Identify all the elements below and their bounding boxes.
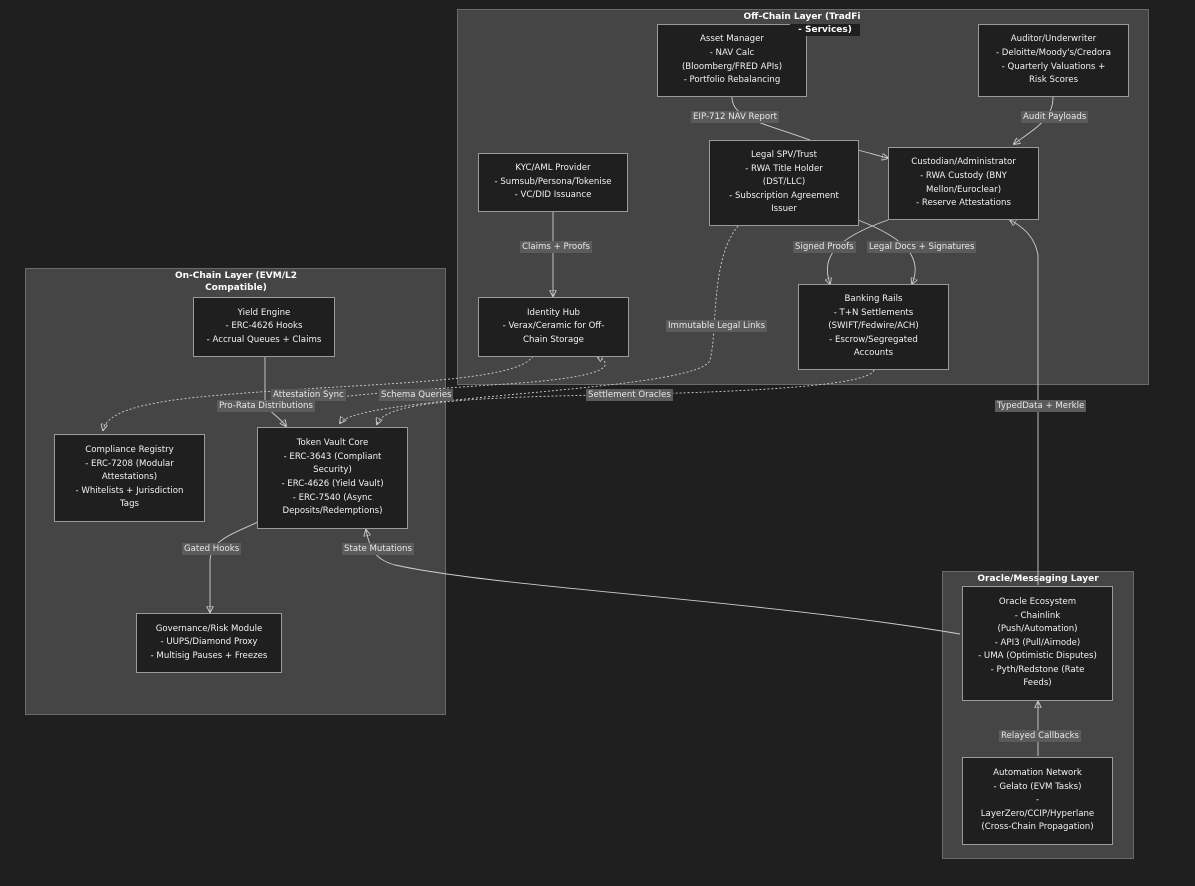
edge-state-mutations <box>366 530 961 635</box>
node-banking-line: Accounts <box>853 348 894 359</box>
cluster-offchain-title-line2: - Services) <box>790 24 860 36</box>
node-auditor-line: - Deloitte/Moody's/Credora <box>995 47 1112 58</box>
node-asset-manager-line: (Bloomberg/FRED APIs) <box>681 61 783 72</box>
node-oracle-ecosystem-line: - UMA (Optimistic Disputes) <box>978 651 1097 662</box>
node-identity-hub-line: - Verax/Ceramic for Off- <box>502 321 605 332</box>
edge-label-immutable-links: Immutable Legal Links <box>666 320 768 332</box>
node-oracle-ecosystem[interactable]: Oracle Ecosystem - Chainlink (Push/Autom… <box>962 586 1113 701</box>
node-yield-engine-line: Yield Engine <box>237 307 291 318</box>
edge-label-schema-queries: Schema Queries <box>379 389 454 401</box>
node-oracle-ecosystem-line: Feeds) <box>1023 678 1052 689</box>
node-custodian-line: - RWA Custody (BNY <box>920 170 1007 181</box>
node-oracle-ecosystem-line: - Chainlink <box>1014 610 1061 621</box>
node-compliance-line: Compliance Registry <box>85 445 174 456</box>
node-kyc[interactable]: KYC/AML Provider - Sumsub/Persona/Tokeni… <box>478 153 628 212</box>
node-compliance-line: - ERC-7208 (Modular <box>85 458 174 469</box>
edge-label-attestation-sync: Attestation Sync <box>271 389 346 401</box>
edge-label-signed-proofs: Signed Proofs <box>793 241 856 253</box>
node-automation-line: - Gelato (EVM Tasks) <box>993 781 1082 792</box>
node-legal-spv-line: - RWA Title Holder <box>745 163 823 174</box>
node-legal-spv-line: Issuer <box>771 204 797 215</box>
node-banking-line: - Escrow/Segregated <box>829 334 918 345</box>
node-automation-line: (Cross-Chain Propagation) <box>981 822 1094 833</box>
node-automation-line: Automation Network <box>993 768 1082 779</box>
cluster-offchain-title: Off-Chain Layer (TradFi <box>737 11 867 23</box>
node-token-vault-line: - ERC-4626 (Yield Vault) <box>281 479 384 489</box>
node-legal-spv[interactable]: Legal SPV/Trust - RWA Title Holder (DST/… <box>709 140 859 226</box>
cluster-onchain-title-line1: On-Chain Layer (EVM/L2 <box>174 271 298 281</box>
edge-schema-queries <box>299 356 606 405</box>
node-auditor-line: - Quarterly Valuations + <box>1001 61 1106 72</box>
edge-label-typeddata: TypedData + Merkle <box>995 400 1087 412</box>
edge-label-eip712: EIP-712 NAV Report <box>691 111 780 123</box>
node-governance[interactable]: Governance/Risk Module - UUPS/Diamond Pr… <box>136 613 282 673</box>
node-kyc-line: - VC/DID Issuance <box>514 190 592 201</box>
node-banking-line: (SWIFT/Fedwire/ACH) <box>828 321 919 332</box>
node-asset-manager[interactable]: Asset Manager - NAV Calc (Bloomberg/FRED… <box>657 24 807 97</box>
node-token-vault-line: - ERC-7540 (Async <box>292 492 373 503</box>
node-governance-line: - Multisig Pauses + Freezes <box>150 650 268 661</box>
node-kyc-line: KYC/AML Provider <box>515 163 591 174</box>
cluster-offchain-title-line2-text: - Services) <box>798 25 852 35</box>
node-token-vault-line: Security) <box>313 465 352 476</box>
edge-label-pro-rata: Pro-Rata Distributions <box>217 400 315 412</box>
node-banking[interactable]: Banking Rails - T+N Settlements (SWIFT/F… <box>798 284 949 370</box>
node-token-vault[interactable]: Token Vault Core - ERC-3643 (Compliant S… <box>257 427 408 529</box>
node-automation-line: - <box>1035 795 1040 806</box>
edge-label-state-mutations: State Mutations <box>342 543 414 555</box>
node-token-vault-line: Token Vault Core <box>296 438 369 449</box>
node-automation-line: LayerZero/CCIP/Hyperlane <box>980 808 1095 819</box>
node-custodian-line: - Reserve Attestations <box>916 198 1011 209</box>
node-asset-manager-line: Asset Manager <box>700 34 764 45</box>
edge-label-claims-proofs: Claims + Proofs <box>520 241 592 253</box>
node-yield-engine-line: - Accrual Queues + Claims <box>206 334 322 345</box>
node-compliance-line: Attestations) <box>101 472 158 483</box>
node-legal-spv-line: (DST/LLC) <box>762 177 806 188</box>
node-auditor[interactable]: Auditor/Underwriter - Deloitte/Moody's/C… <box>978 24 1129 97</box>
edge-eip712-to-custodian <box>857 149 888 158</box>
cluster-offchain-title-line1: Off-Chain Layer (TradFi <box>743 12 861 22</box>
node-banking-line: - T+N Settlements <box>833 307 914 318</box>
node-identity-hub-line: Chain Storage <box>523 334 584 345</box>
node-banking-line: Banking Rails <box>844 294 903 305</box>
edge-immutable-links <box>340 225 739 423</box>
node-oracle-ecosystem-line: (Push/Automation) <box>997 624 1078 635</box>
node-yield-engine[interactable]: Yield Engine - ERC-4626 Hooks - Accrual … <box>193 297 335 357</box>
node-custodian-line: Custodian/Administrator <box>911 157 1016 168</box>
node-identity-hub-line: Identity Hub <box>526 307 581 318</box>
node-kyc-line: - Sumsub/Persona/Tokenise <box>494 176 612 187</box>
node-custodian[interactable]: Custodian/Administrator - RWA Custody (B… <box>888 147 1039 220</box>
node-auditor-line: Auditor/Underwriter <box>1010 34 1097 45</box>
node-token-vault-line: Deposits/Redemptions) <box>282 506 383 517</box>
node-oracle-ecosystem-line: - API3 (Pull/Airnode) <box>994 637 1081 648</box>
edge-typeddata <box>1010 220 1039 585</box>
node-custodian-line: Mellon/Euroclear) <box>925 184 1002 195</box>
node-asset-manager-line: - Portfolio Rebalancing <box>683 75 781 86</box>
edge-gated-hooks <box>210 521 259 612</box>
node-yield-engine-line: - ERC-4626 Hooks <box>225 321 303 332</box>
node-token-vault-line: - ERC-3643 (Compliant <box>283 451 382 462</box>
edge-label-audit-payloads: Audit Payloads <box>1021 111 1089 123</box>
node-governance-line: - UUPS/Diamond Proxy <box>160 637 258 648</box>
node-legal-spv-line: Legal SPV/Trust <box>751 150 817 161</box>
node-identity-hub[interactable]: Identity Hub - Verax/Ceramic for Off- Ch… <box>478 297 629 357</box>
node-oracle-ecosystem-line: - Pyth/Redstone (Rate <box>990 664 1085 675</box>
edge-label-gated-hooks: Gated Hooks <box>182 543 242 555</box>
edge-label-relayed-callbacks: Relayed Callbacks <box>999 730 1082 742</box>
node-compliance-line: - Whitelists + Jurisdiction <box>75 485 184 496</box>
cluster-onchain-title: On-Chain Layer (EVM/L2 Compatible) <box>171 270 301 294</box>
edge-label-settlement-oracles: Settlement Oracles <box>586 389 673 401</box>
node-oracle-ecosystem-line: Oracle Ecosystem <box>998 596 1077 607</box>
node-compliance[interactable]: Compliance Registry - ERC-7208 (Modular … <box>54 434 205 522</box>
node-automation[interactable]: Automation Network - Gelato (EVM Tasks) … <box>962 757 1113 845</box>
edge-label-legal-docs: Legal Docs + Signatures <box>867 241 977 253</box>
node-auditor-line: Risk Scores <box>1028 75 1079 86</box>
node-governance-line: Governance/Risk Module <box>155 623 263 634</box>
node-asset-manager-line: - NAV Calc <box>709 47 755 58</box>
cluster-onchain-title-line2: Compatible) <box>205 283 267 293</box>
node-legal-spv-line: - Subscription Agreement <box>729 190 839 201</box>
node-compliance-line: Tags <box>119 499 140 510</box>
